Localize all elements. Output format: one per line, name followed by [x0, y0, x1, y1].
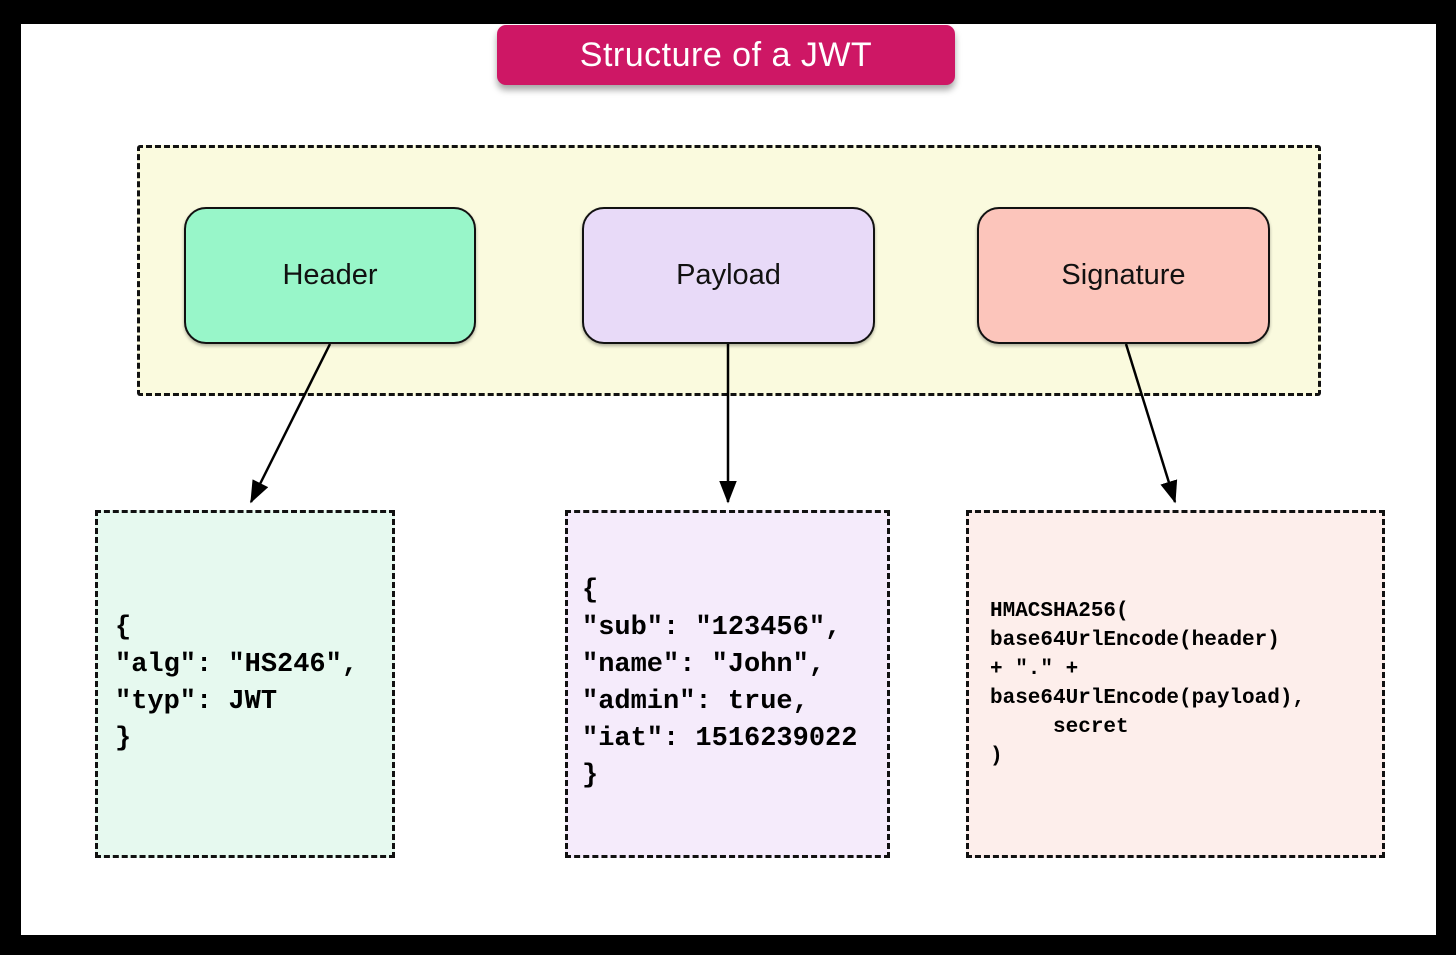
- payload-code: { "sub": "123456", "name": "John", "admi…: [582, 576, 858, 791]
- page-title-label: Structure of a JWT: [579, 35, 873, 74]
- signature-code: HMACSHA256( base64UrlEncode(header) + ".…: [990, 600, 1306, 768]
- page-title: Structure of a JWT: [497, 25, 955, 85]
- header-part-box: Header: [184, 207, 476, 344]
- payload-label: Payload: [676, 259, 781, 291]
- signature-code-box: HMACSHA256( base64UrlEncode(header) + ".…: [966, 510, 1385, 858]
- payload-part-box: Payload: [582, 207, 875, 344]
- header-code: { "alg": "HS246", "typ": JWT }: [115, 613, 359, 754]
- signature-part-box: Signature: [977, 207, 1270, 344]
- payload-code-box: { "sub": "123456", "name": "John", "admi…: [565, 510, 890, 858]
- header-label: Header: [282, 259, 378, 291]
- signature-label: Signature: [1061, 259, 1186, 291]
- header-code-box: { "alg": "HS246", "typ": JWT }: [95, 510, 395, 858]
